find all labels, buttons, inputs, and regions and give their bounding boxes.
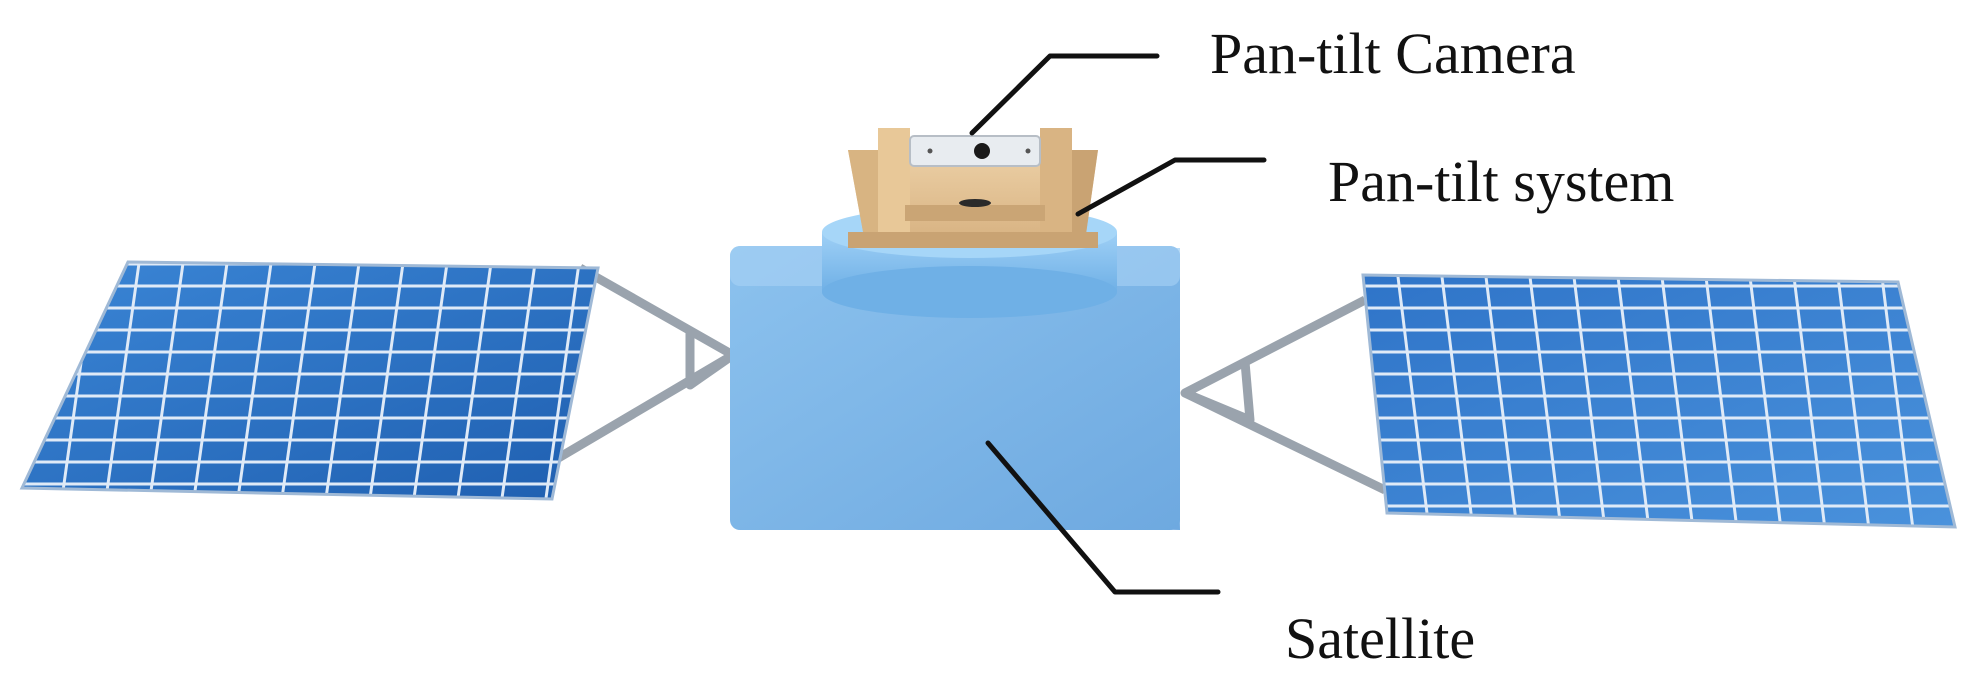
- right-strut: [1185, 300, 1385, 490]
- label-satellite: Satellite: [1285, 606, 1475, 671]
- leader-line-pan-tilt-system: [1078, 160, 1264, 214]
- right-solar-panel: [1363, 275, 1955, 527]
- left-solar-panel: [22, 262, 598, 499]
- leader-line-camera: [972, 56, 1157, 133]
- label-pan-tilt-system: Pan-tilt system: [1328, 149, 1674, 214]
- label-pan-tilt-camera: Pan-tilt Camera: [1210, 21, 1576, 86]
